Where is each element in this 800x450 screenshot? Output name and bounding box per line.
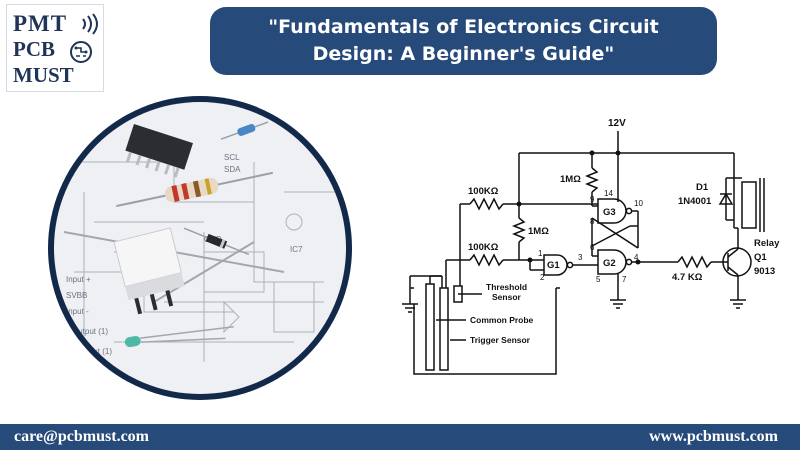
pin-2-label: 2 [540, 273, 545, 282]
logo-line-1: PMT [13, 11, 68, 36]
page-title: "Fundamentals of Electronics Circuit Des… [268, 16, 659, 65]
pin-7-label: 7 [622, 275, 627, 284]
electronics-components-illustration: Input + SVBB Input - Output (1) Output (… [54, 102, 346, 394]
logo-line-3: MUST [13, 63, 74, 87]
svg-text:Output (1): Output (1) [76, 347, 112, 356]
svg-text:SDA: SDA [224, 165, 241, 174]
electronics-photo: Input + SVBB Input - Output (1) Output (… [48, 96, 352, 400]
transistor-label: Q1 [754, 252, 767, 263]
r-base-label: 4.7 KΩ [672, 272, 703, 283]
supply-label: 12V [608, 118, 626, 129]
r-mid-label: 1MΩ [528, 226, 549, 237]
relay-label: Relay [754, 238, 780, 249]
pin-4-label: 4 [634, 253, 639, 262]
r-threshold-label: 100KΩ [468, 186, 499, 197]
pin-1-label: 1 [538, 249, 543, 258]
trigger-sensor-label: Trigger Sensor [470, 335, 531, 345]
svg-text:SVBB: SVBB [66, 291, 87, 300]
common-probe-label: Common Probe [470, 315, 534, 325]
logo-line-2: PCB [13, 37, 55, 61]
svg-text:IC7: IC7 [290, 245, 303, 254]
diode-part-label: 1N4001 [678, 196, 712, 207]
pin-6-label: 6 [590, 243, 595, 252]
svg-text:Output (1): Output (1) [72, 327, 108, 336]
gate-g2-label: G2 [603, 258, 616, 269]
pin-3-label: 3 [578, 253, 583, 262]
gate-g1-label: G1 [547, 260, 560, 271]
gate-g3-label: G3 [603, 207, 616, 218]
threshold-sensor-label-1: Threshold [486, 282, 527, 292]
website-link[interactable]: www.pcbmust.com [649, 428, 778, 445]
circuit-schematic: 12V 1MΩ 100KΩ 1MΩ 100KΩ 4.7 KΩ D1 1N4001… [402, 118, 780, 375]
r-top-label: 1MΩ [560, 174, 581, 185]
pin-8-label: 8 [590, 217, 595, 226]
diode-label: D1 [696, 182, 709, 193]
svg-text:Input +: Input + [66, 275, 91, 284]
circuit-chip-icon [70, 41, 92, 63]
signal-wave-icon [82, 13, 98, 35]
transistor-part-label: 9013 [754, 266, 775, 277]
pin-9-label: 9 [590, 195, 595, 204]
title-banner: "Fundamentals of Electronics Circuit Des… [210, 7, 717, 75]
svg-text:Input -: Input - [66, 307, 89, 316]
pin-14-label: 14 [604, 189, 613, 198]
footer-bar: care@pcbmust.com www.pcbmust.com [0, 424, 800, 450]
pcbmust-logo: PMT PCB MUST [6, 4, 104, 92]
svg-text:SCL: SCL [224, 153, 240, 162]
contact-email[interactable]: care@pcbmust.com [14, 428, 150, 445]
pin-10-label: 10 [634, 199, 643, 208]
r-trigger-label: 100KΩ [468, 242, 499, 253]
pin-5-label: 5 [596, 275, 601, 284]
threshold-sensor-label-2: Sensor [492, 292, 522, 302]
